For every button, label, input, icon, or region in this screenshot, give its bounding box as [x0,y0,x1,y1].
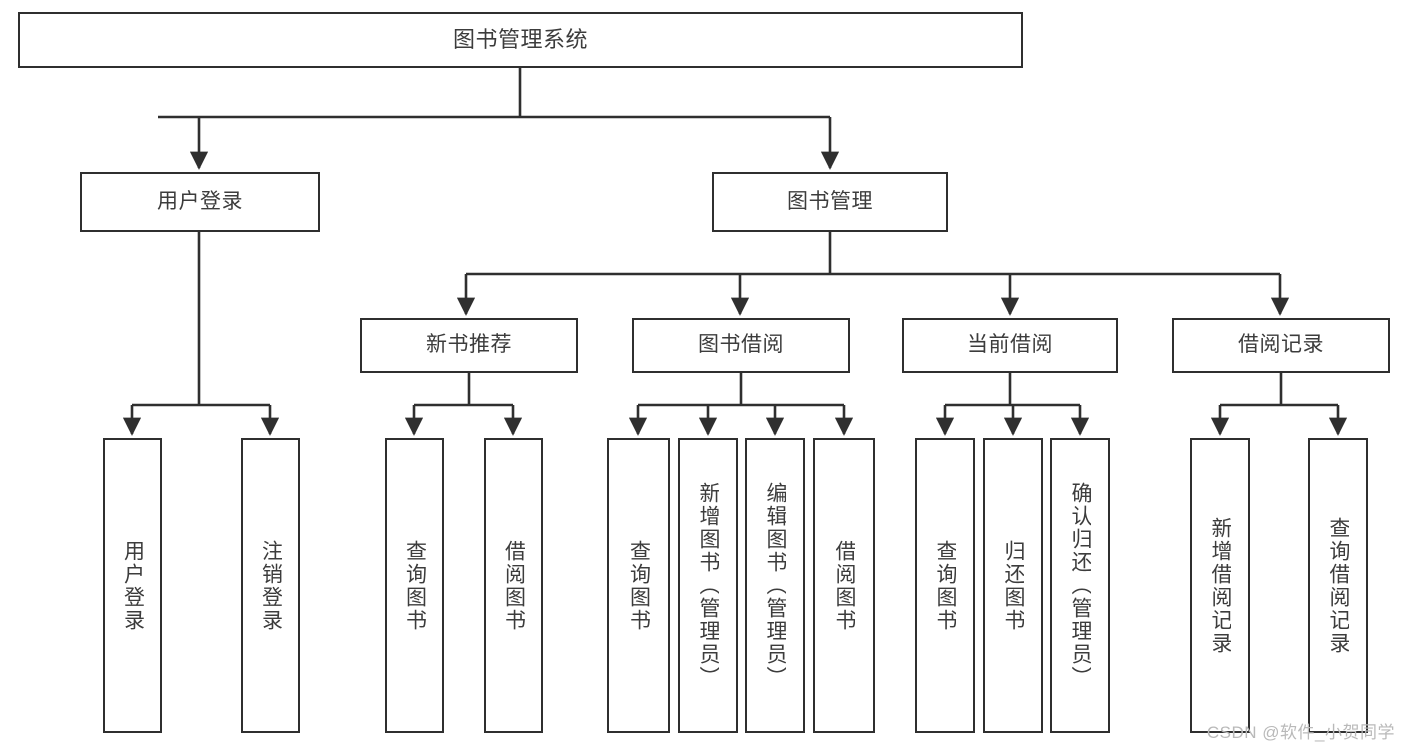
leaf-new-book-query[interactable]: 查询图书 [385,438,444,733]
node-user-login-label: 用户登录 [157,189,243,213]
leaf-label: 查询图书 [403,539,426,632]
node-current-borrow[interactable]: 当前借阅 [902,318,1118,373]
node-root[interactable]: 图书管理系统 [18,12,1023,68]
node-book-borrow-label: 图书借阅 [698,333,784,357]
leaf-new-book-borrow[interactable]: 借阅图书 [484,438,543,733]
node-root-label: 图书管理系统 [452,26,588,52]
watermark: CSDN @软件_小贺同学 [1206,723,1395,742]
node-new-book-recommend-label: 新书推荐 [426,333,512,357]
leaf-book-borrow-add[interactable]: 新增图书（管理员） [678,438,738,733]
leaf-label: 新增借阅记录 [1209,516,1232,655]
node-user-login[interactable]: 用户登录 [80,172,320,232]
leaf-label: 用户登录 [121,539,144,632]
leaf-label: 查询借阅记录 [1327,516,1350,655]
node-book-management-label: 图书管理 [787,189,873,213]
node-current-borrow-label: 当前借阅 [967,333,1053,357]
leaf-label: 编辑图书（管理员） [764,482,787,689]
leaf-borrow-record-query[interactable]: 查询借阅记录 [1308,438,1368,733]
leaf-label: 新增图书（管理员） [697,482,720,689]
node-new-book-recommend[interactable]: 新书推荐 [360,318,578,373]
leaf-label: 查询图书 [627,539,650,632]
node-borrow-record[interactable]: 借阅记录 [1172,318,1390,373]
leaf-current-borrow-query[interactable]: 查询图书 [915,438,975,733]
leaf-label: 借阅图书 [833,539,856,632]
leaf-current-borrow-confirm[interactable]: 确认归还（管理员） [1050,438,1110,733]
leaf-user-login-signout[interactable]: 注销登录 [241,438,300,733]
node-borrow-record-label: 借阅记录 [1238,333,1324,357]
leaf-borrow-record-add[interactable]: 新增借阅记录 [1190,438,1250,733]
leaf-label: 归还图书 [1002,539,1025,632]
leaf-current-borrow-return[interactable]: 归还图书 [983,438,1043,733]
leaf-book-borrow-query[interactable]: 查询图书 [607,438,670,733]
leaf-user-login-signin[interactable]: 用户登录 [103,438,162,733]
leaf-label: 确认归还（管理员） [1069,482,1092,689]
node-book-management[interactable]: 图书管理 [712,172,948,232]
node-book-borrow[interactable]: 图书借阅 [632,318,850,373]
leaf-book-borrow-edit[interactable]: 编辑图书（管理员） [745,438,805,733]
leaf-label: 借阅图书 [502,539,525,632]
leaf-label: 查询图书 [934,539,957,632]
leaf-book-borrow-lend[interactable]: 借阅图书 [813,438,875,733]
leaf-label: 注销登录 [259,539,282,632]
